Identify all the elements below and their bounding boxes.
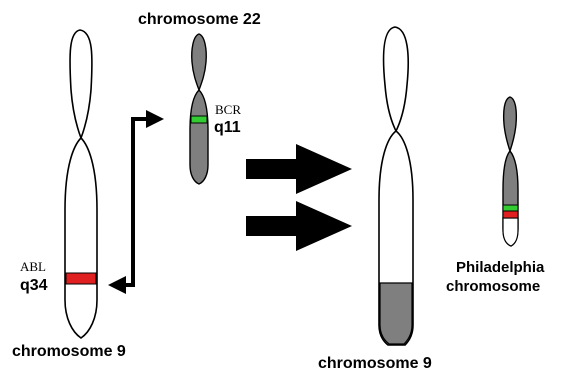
- chromosome-9-derivative: [379, 27, 413, 345]
- exchange-arrowhead-top: [146, 110, 164, 128]
- exchange-arrowhead-bottom: [108, 276, 126, 294]
- exchange-arrow-shaft: [124, 119, 148, 285]
- philadelphia-label-line1: Philadelphia: [456, 259, 545, 276]
- abl-band: [66, 273, 96, 284]
- philadelphia-chromosome: [503, 97, 518, 246]
- abl-locus-label: q34: [20, 277, 48, 294]
- chr22-long-arm: [190, 90, 208, 184]
- der9-translocated-segment: [380, 283, 412, 344]
- abl-gene-label: ABL: [20, 259, 46, 274]
- ph-abl-band: [503, 211, 518, 218]
- der9-short-arm: [384, 27, 409, 131]
- chr9-normal-short-arm: [70, 30, 92, 138]
- chromosome-9-right-label: chromosome 9: [318, 355, 432, 372]
- philadelphia-label-line2: chromosome: [446, 278, 540, 295]
- exchange-arrow: [108, 110, 164, 294]
- result-arrow-lower: [246, 201, 352, 251]
- result-arrows: [246, 144, 352, 251]
- bcr-locus-label: q11: [214, 119, 241, 136]
- chr22-short-arm: [192, 34, 206, 90]
- bcr-gene-label: BCR: [215, 102, 241, 117]
- chromosome-22-normal: [190, 34, 208, 184]
- chromosome-9-left-label: chromosome 9: [12, 343, 126, 360]
- ph-bcr-band: [503, 205, 518, 211]
- result-arrow-upper: [246, 144, 352, 194]
- ph-short-arm: [504, 97, 517, 151]
- chromosome-22-title: chromosome 22: [138, 11, 261, 28]
- chr9-normal-long-arm: [65, 138, 97, 338]
- ph-abl-tail: [503, 218, 518, 246]
- chromosome-9-normal: [65, 30, 97, 338]
- bcr-band: [191, 116, 207, 123]
